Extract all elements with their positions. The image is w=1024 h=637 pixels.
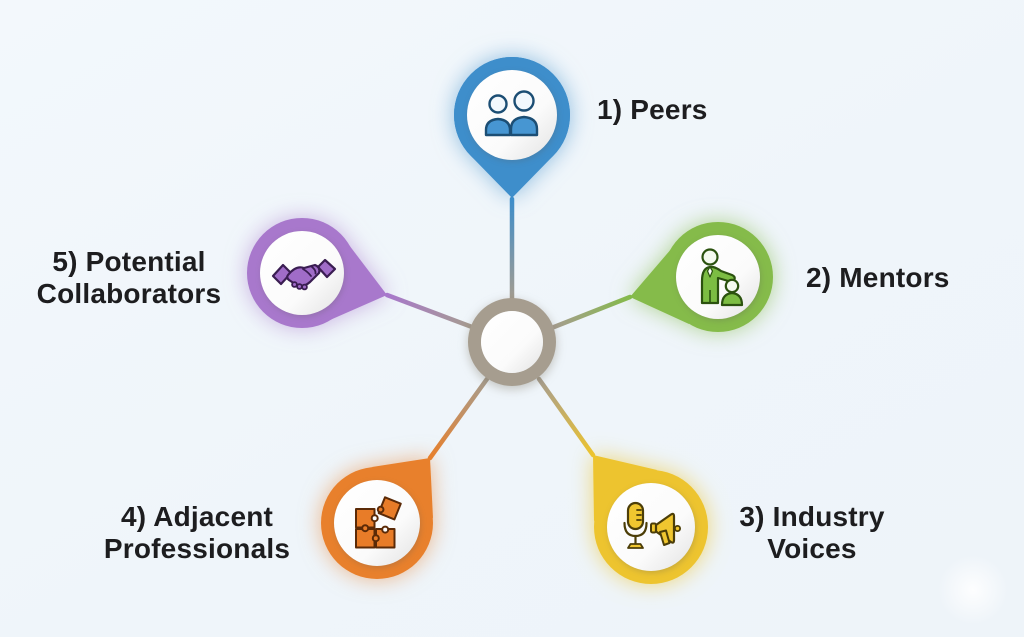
microphone-megaphone-icon bbox=[623, 501, 682, 549]
label-mentors-line: 2) Mentors bbox=[806, 262, 950, 293]
label-mentors: 2) Mentors bbox=[806, 262, 950, 294]
label-adjacent-professionals: 4) Adjacent Professionals bbox=[97, 501, 297, 565]
label-potential-collaborators-line1: 5) Potential bbox=[52, 246, 206, 277]
puzzle-pieces-icon bbox=[355, 496, 402, 549]
spoke-adjacent-professionals bbox=[427, 376, 490, 461]
spoke-mentors bbox=[551, 294, 633, 330]
node-adjacent-professionals bbox=[321, 458, 433, 579]
spoke-industry-voices bbox=[536, 376, 596, 458]
label-peers-line: 1) Peers bbox=[597, 94, 708, 125]
mentor-icon bbox=[700, 248, 744, 307]
node-industry-voices bbox=[593, 455, 708, 584]
label-adjacent-professionals-line1: 4) Adjacent bbox=[120, 501, 274, 532]
label-industry-voices-line2: Voices bbox=[767, 533, 857, 564]
spoke-potential-collaborators bbox=[384, 292, 475, 330]
label-potential-collaborators-line2: Collaborators bbox=[36, 278, 222, 309]
node-peers bbox=[454, 57, 570, 198]
handshake-icon bbox=[271, 258, 337, 291]
label-adjacent-professionals-line2: Professionals bbox=[103, 533, 291, 564]
spokes bbox=[384, 196, 633, 461]
hub bbox=[468, 298, 556, 386]
label-potential-collaborators: 5) Potential Collaborators bbox=[28, 246, 230, 310]
label-industry-voices-line1: 3) Industry bbox=[739, 501, 885, 532]
two-people-icon bbox=[484, 90, 539, 137]
label-industry-voices: 3) Industry Voices bbox=[712, 501, 912, 565]
node-potential-collaborators bbox=[247, 218, 387, 328]
label-peers: 1) Peers bbox=[597, 94, 708, 126]
node-mentors bbox=[630, 222, 773, 332]
